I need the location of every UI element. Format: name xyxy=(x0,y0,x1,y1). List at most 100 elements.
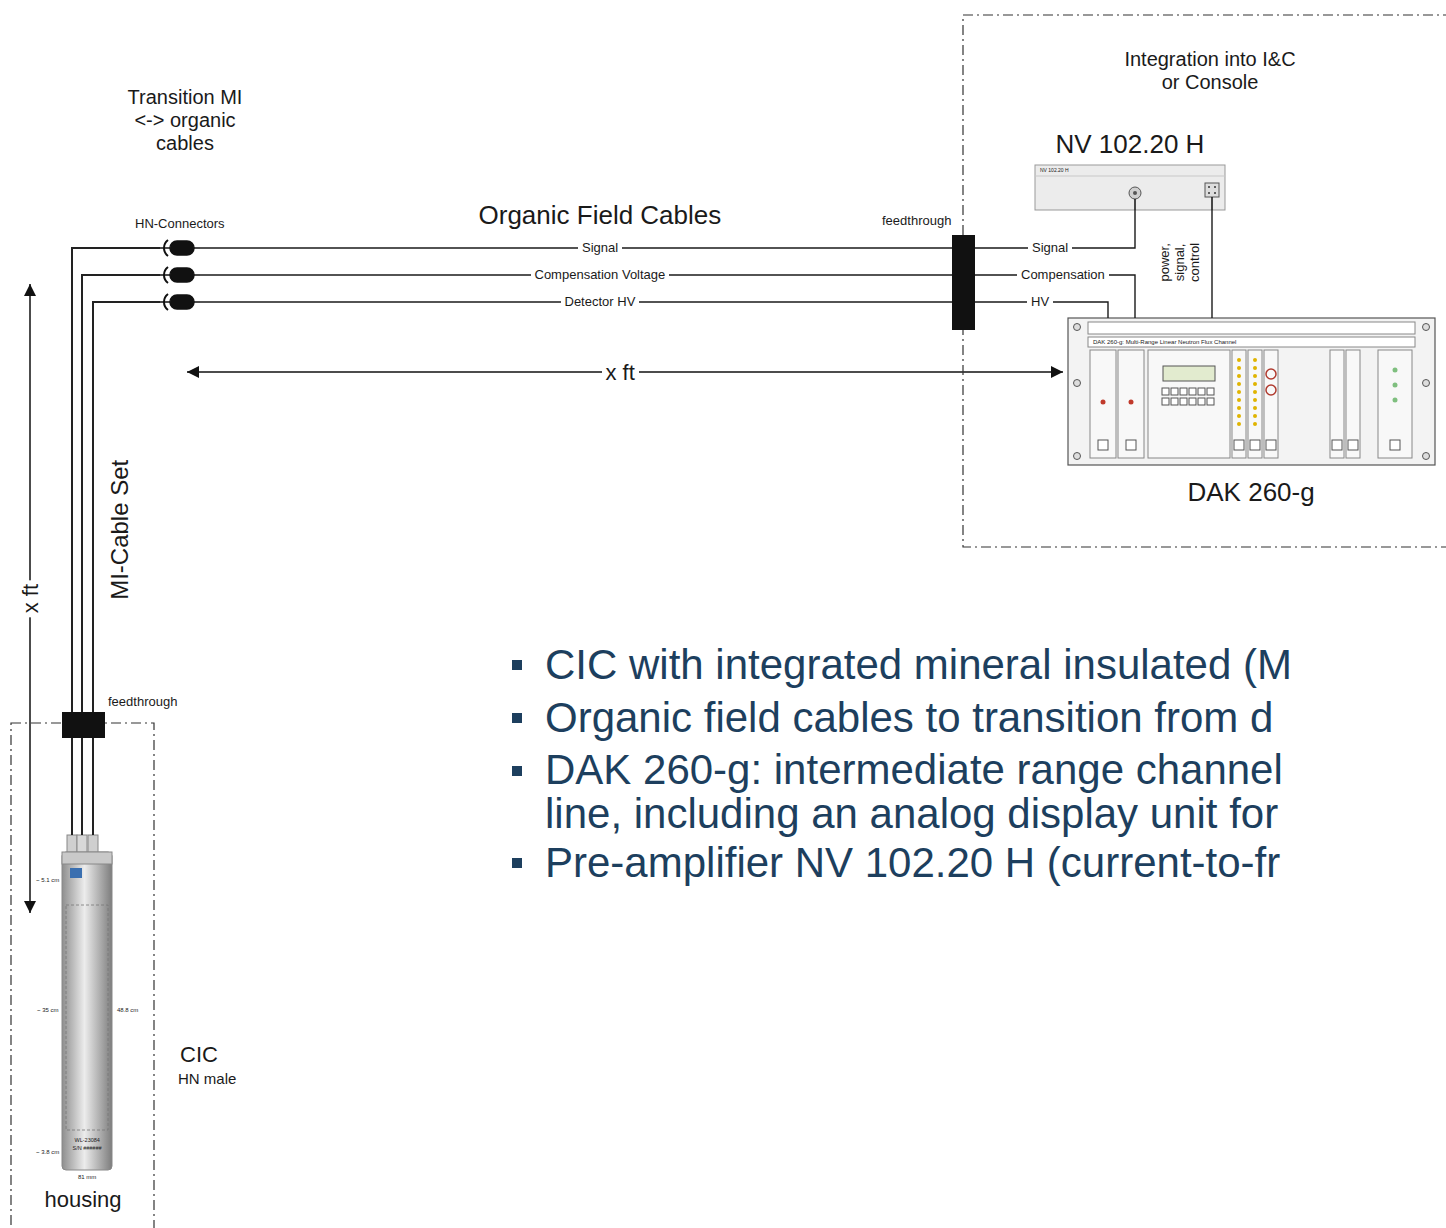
dimension-text: ~ 3.8 cm xyxy=(36,1149,59,1156)
dimension-text: 81 mm xyxy=(78,1174,96,1181)
cable-label: power, signal, control xyxy=(1158,231,1203,293)
rack-illustration xyxy=(1074,380,1081,387)
cable-label: Detector HV xyxy=(561,295,640,310)
rack-illustration xyxy=(1180,388,1187,395)
preamplifier-illustration xyxy=(1205,183,1219,197)
rack-illustration xyxy=(1129,400,1134,405)
preamplifier-illustration xyxy=(1129,187,1141,199)
bullet-square xyxy=(512,660,522,868)
bullet-text: CIC with integrated mineral insulated (M xyxy=(545,643,1425,687)
bullet-text: Organic field cables to transition from … xyxy=(545,696,1425,740)
hn-connector-symbol xyxy=(160,240,200,310)
cable-connector xyxy=(1212,210,1213,318)
rack-illustration xyxy=(1237,422,1241,426)
hn-connector-symbol xyxy=(194,274,200,276)
feedthrough-bar: feedthrough xyxy=(62,712,105,738)
rack-illustration xyxy=(1088,322,1415,334)
length-dimension: x ft xyxy=(18,579,43,616)
preamplifier-illustration xyxy=(1208,192,1210,194)
rack-illustration xyxy=(1237,382,1241,386)
cable-label: Compensation xyxy=(1017,268,1109,283)
hn-connector-symbol xyxy=(164,240,168,256)
preamplifier-illustration xyxy=(1035,165,1225,210)
rack-illustration xyxy=(1393,398,1398,403)
dimension-text: 48.8 cm xyxy=(117,1007,138,1014)
connector-group: HN-Connectors xyxy=(160,238,200,312)
rack-illustration xyxy=(1378,350,1412,458)
region-outline xyxy=(11,723,154,1228)
rack-illustration xyxy=(1253,422,1257,426)
bullet-square xyxy=(512,858,522,868)
transition-note: Transition MI <-> organic cables xyxy=(118,86,253,155)
feedthrough-bar: feedthrough xyxy=(952,235,975,330)
rack-illustration xyxy=(1098,440,1108,450)
rack-illustration xyxy=(1393,383,1398,388)
detector-illustration xyxy=(62,852,112,1170)
preamplifier-illustration xyxy=(1035,176,1225,177)
cable-connector xyxy=(72,738,93,835)
node-title: DAK 260-g xyxy=(1188,478,1315,508)
rack-illustration xyxy=(1162,398,1169,405)
rack-illustration xyxy=(1074,453,1081,460)
cable-label: HV xyxy=(1027,295,1053,310)
rack-illustration xyxy=(1250,440,1260,450)
rack-illustration xyxy=(1266,385,1276,395)
cable-line xyxy=(1211,210,1212,318)
node-title: feedthrough xyxy=(882,214,951,229)
bullet-text: Pre-amplifier NV 102.20 H (current-to-fr xyxy=(545,841,1425,885)
node-title: CIC xyxy=(180,1042,218,1067)
rack-illustration xyxy=(1068,318,1435,465)
bullet-square xyxy=(512,766,522,776)
rack-illustration xyxy=(1390,440,1400,450)
rack-illustration xyxy=(1189,398,1196,405)
rack-illustration xyxy=(1266,440,1276,450)
dimension-text: ~ 5.1 cm xyxy=(36,877,59,884)
rack-illustration xyxy=(1074,324,1081,331)
length-dimension: x ft xyxy=(602,360,639,385)
rack-illustration xyxy=(1423,453,1430,460)
preamplifier-illustration xyxy=(1035,165,1225,210)
rack-illustration xyxy=(1253,390,1257,394)
detector-illustration xyxy=(62,835,112,1170)
hn-connector-symbol xyxy=(164,294,168,310)
cable-label: Compensation Voltage xyxy=(531,268,670,283)
detector-illustration xyxy=(70,868,82,878)
rack-illustration xyxy=(1253,414,1257,418)
node-title: HN-Connectors xyxy=(135,217,225,232)
rack-illustration xyxy=(1423,324,1430,331)
preamplifier-illustration xyxy=(1133,191,1137,195)
node-title: NV 102.20 H xyxy=(1056,130,1205,160)
rack-illustration xyxy=(1237,358,1241,362)
housing-region: housingCICHN male xyxy=(10,722,155,1228)
rack-illustration xyxy=(1163,366,1215,381)
rack-illustration xyxy=(1253,406,1257,410)
rack-illustration xyxy=(1253,374,1257,378)
rack-illustration xyxy=(1248,350,1262,458)
rack-illustration xyxy=(1266,369,1276,379)
rack-illustration xyxy=(1393,368,1398,373)
rack-illustration xyxy=(1207,388,1214,395)
hn-connector-symbol xyxy=(170,295,194,309)
rack-illustration xyxy=(1348,440,1358,450)
cable-line xyxy=(81,738,83,835)
rack-illustration xyxy=(1090,350,1116,458)
hn-connector-symbol xyxy=(164,267,168,283)
rack-illustration xyxy=(1232,350,1246,458)
device-marking: NV 102.20 H xyxy=(1040,168,1069,174)
node-title: Integration into I&C or Console xyxy=(1118,48,1303,94)
dimension-text: ~ 35 cm xyxy=(37,1007,59,1014)
rack-illustration xyxy=(1253,366,1257,370)
rack-illustration xyxy=(1189,388,1196,395)
bullet-square xyxy=(512,660,522,670)
rack-illustration xyxy=(1148,350,1230,458)
cable-label: Signal xyxy=(1028,241,1072,256)
rack-illustration xyxy=(1423,380,1430,387)
cable-connector xyxy=(200,248,952,249)
rack-illustration xyxy=(1264,350,1278,458)
detector-illustration xyxy=(62,852,112,864)
hn-connector-symbol xyxy=(194,247,200,249)
rack-illustration xyxy=(1171,398,1178,405)
rack-illustration xyxy=(1234,440,1244,450)
preamplifier-illustration xyxy=(1214,192,1216,194)
cable-line xyxy=(93,302,160,712)
